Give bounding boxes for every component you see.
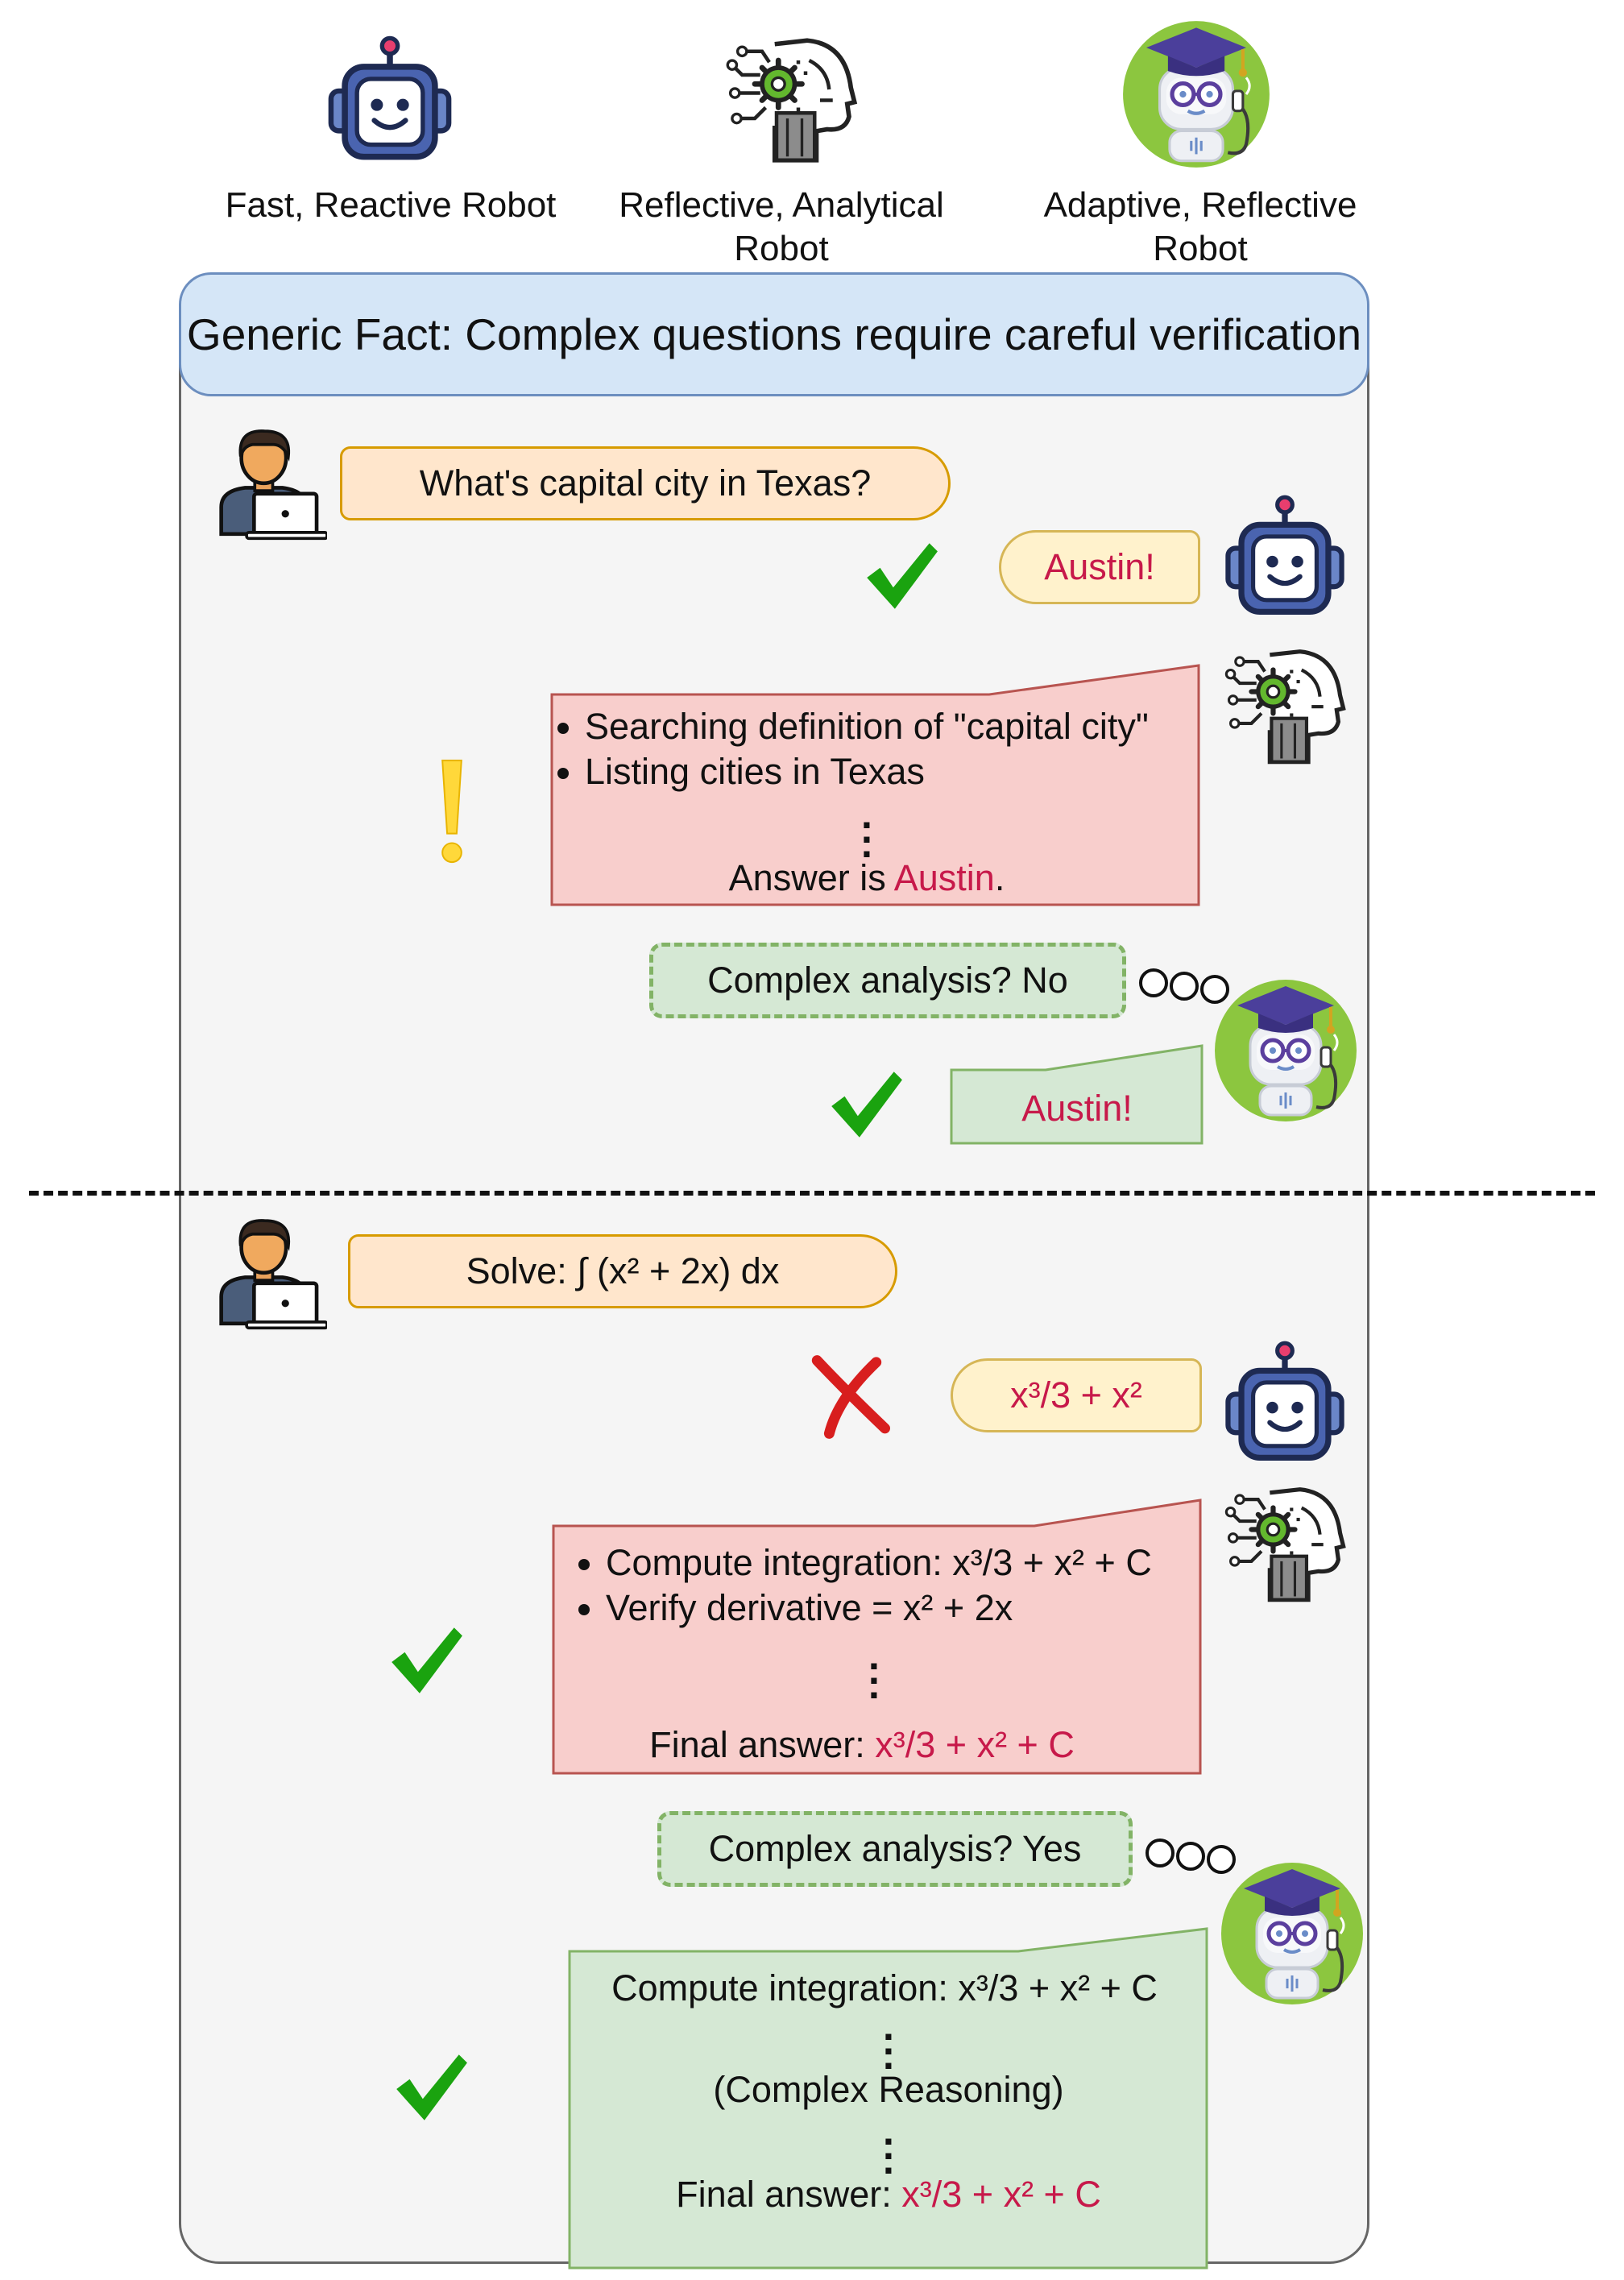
adaptive-final-answer: Final answer: x³/3 + x² + C	[676, 2174, 1101, 2215]
check-icon	[375, 1619, 474, 1702]
ellipsis-dots: ...	[861, 792, 872, 866]
cyborg-head-icon	[1218, 636, 1352, 770]
section-divider	[29, 1191, 1595, 1196]
adaptive-reasoning-text: Compute integration: x³/3 + x² + C ... (…	[570, 1966, 1207, 2217]
adaptive-thought-box: Complex analysis? No	[649, 943, 1126, 1018]
caption-reflective-robot: Reflective, Analytical Robot	[619, 185, 944, 268]
check-icon	[815, 1063, 914, 1146]
exclamation-icon	[433, 756, 470, 867]
adaptive-step: Compute integration: x³/3 + x² + C	[611, 1967, 1158, 2008]
fast-answer-bubble: x³/3 + x²	[951, 1358, 1202, 1432]
adaptive-reasoning-bubble-shape	[568, 1927, 1208, 2270]
reflective-bubble-shape	[552, 1499, 1202, 1775]
adaptive-step: (Complex Reasoning)	[713, 2069, 1064, 2110]
answer-highlight: Austin	[893, 857, 995, 898]
answer-highlight: x³/3 + x² + C	[901, 2174, 1101, 2215]
ellipsis-dots: ...	[883, 2108, 894, 2183]
graduate-robot-icon	[1213, 978, 1358, 1123]
reasoning-step: Listing cities in Texas	[585, 749, 1197, 794]
robot-icon	[1218, 1339, 1352, 1473]
reflective-final-answer: Answer is Austin.	[728, 857, 1005, 898]
reasoning-step: Verify derivative = x² + 2x	[606, 1586, 1192, 1631]
check-icon	[380, 2046, 478, 2129]
user-laptop-icon	[208, 1208, 327, 1334]
adaptive-answer-text: Austin!	[1021, 1088, 1133, 1129]
thought-dots-icon	[1139, 968, 1229, 1004]
reasoning-step: Searching definition of "capital city"	[585, 704, 1197, 749]
caption-adaptive-robot: Adaptive, Reflective Robot	[1043, 185, 1357, 268]
robot-icon	[321, 34, 459, 172]
user-laptop-icon	[208, 419, 327, 545]
user-question-bubble: Solve: ∫ (x² + 2x) dx	[348, 1234, 897, 1308]
thought-dots-icon	[1146, 1839, 1236, 1874]
adaptive-answer-bubble-shape	[950, 1044, 1204, 1145]
cyborg-head-icon	[1218, 1474, 1352, 1608]
caption-fast-robot: Fast, Reactive Robot	[225, 185, 557, 225]
graduate-robot-icon	[1121, 19, 1271, 169]
reflective-reasoning-top: Searching definition of "capital city" L…	[553, 704, 1197, 901]
robot-icon	[1218, 493, 1352, 627]
reflective-reasoning-bottom: Compute integration: x³/3 + x² + C Verif…	[564, 1540, 1192, 1768]
adaptive-thought-box: Complex analysis? Yes	[657, 1811, 1133, 1887]
ellipsis-dots: ...	[868, 1633, 880, 1707]
ellipsis-dots: ...	[883, 2004, 894, 2078]
reflective-final-answer: Final answer: x³/3 + x² + C	[649, 1724, 1075, 1765]
reasoning-step: Compute integration: x³/3 + x² + C	[606, 1540, 1192, 1586]
check-icon	[851, 535, 949, 617]
graduate-robot-icon	[1220, 1861, 1365, 2006]
answer-highlight: x³/3 + x² + C	[875, 1724, 1075, 1765]
cyborg-head-icon	[719, 24, 864, 169]
cross-icon	[802, 1353, 891, 1441]
generic-fact-banner: Generic Fact: Complex questions require …	[179, 272, 1369, 396]
reflective-bubble-shape	[550, 664, 1200, 906]
fast-answer-bubble: Austin!	[999, 530, 1200, 604]
user-question-bubble: What's capital city in Texas?	[340, 446, 951, 520]
